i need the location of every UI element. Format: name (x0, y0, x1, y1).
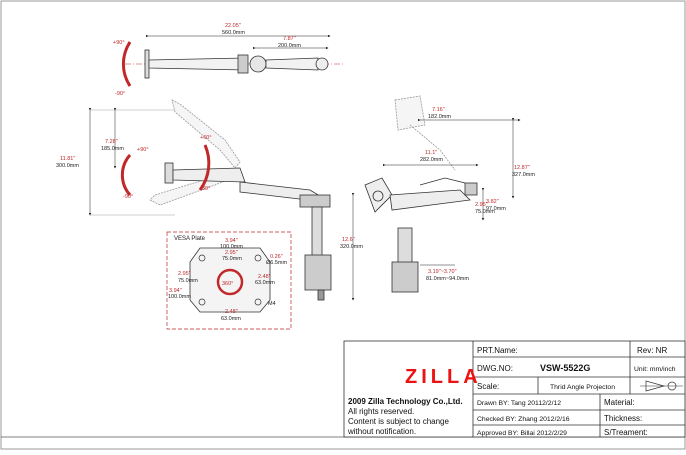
vesa-bottom-in: 2.48" (225, 309, 238, 315)
top-arm-mm: 200.0mm (278, 43, 301, 49)
vesa-inner-in: 2.95" (225, 250, 238, 256)
treatment-label: S/Treament: (604, 428, 648, 437)
front-height-mm: 327.0mm (512, 172, 535, 178)
vesa-v100-in: 3.94" (169, 288, 182, 294)
front-width-in: 11.1" (425, 150, 437, 156)
vesa-v63-in: 2.48" (258, 274, 271, 280)
vesa-inner-mm: 75.0mm (222, 256, 242, 262)
notice-line-1: Content is subject to change (348, 417, 450, 426)
top-angle-minus: -90° (115, 91, 125, 97)
top-length-mm: 560.0mm (222, 30, 245, 36)
side-lift-minus: -30° (200, 186, 210, 192)
unit: Unit: mm/inch (634, 366, 676, 373)
front-clamp-mm: 81.0mm~94.0mm (426, 276, 469, 282)
drawing-number: VSW-5522G (540, 363, 590, 373)
scale-label: Scale: (477, 382, 499, 391)
front-base-in: 3.82" (486, 199, 499, 205)
front-reach-mm: 182.0mm (428, 114, 451, 120)
drawn-by: Drawn BY: Tang 20112/2/12 (477, 400, 561, 407)
drawing-number-label: DWG.NO: (477, 364, 513, 373)
vesa-v75-mm: 75.0mm (178, 278, 198, 284)
vesa-v100-mm: 100.0mm (168, 294, 191, 300)
vesa-offset-in: 0.26" (270, 254, 283, 260)
vesa-rotation: 360° (222, 281, 233, 287)
copyright-line: 2009 Zilla Technology Co.,Ltd. (348, 397, 463, 406)
front-view (364, 95, 521, 293)
material-label: Material: (604, 398, 635, 407)
front-drop-in: 2.95" (475, 202, 488, 208)
top-view (121, 34, 345, 87)
vesa-screw: M4 (268, 301, 276, 307)
side-lift-plus: +60° (200, 135, 212, 141)
side-tilt-plus: +90° (137, 147, 149, 153)
checked-by: Checked BY: Zhang 2012/2/16 (477, 416, 570, 423)
side-tilt-minus: -90° (123, 194, 133, 200)
vesa-v75-in: 2.95" (178, 271, 191, 277)
title-block (343, 340, 686, 438)
revision: Rev: NR (637, 346, 667, 355)
front-reach-in: 7.16" (432, 107, 445, 113)
vesa-plate-detail (166, 231, 292, 330)
vesa-bottom-mm: 63.0mm (221, 316, 241, 322)
vesa-offset-mm: Ø6.5mm (266, 260, 288, 266)
projection: Thrid Angle Projecton (550, 384, 615, 391)
part-name-label: PRT.Name: (477, 346, 518, 355)
side-height-mm: 300.0mm (56, 163, 79, 169)
approved-by: Approved BY: Billai 2012/2/29 (477, 430, 567, 437)
top-arm-in: 7.87" (283, 36, 296, 42)
thickness-label: Thickness: (604, 414, 642, 423)
side-pole-in: 12.6" (342, 237, 355, 243)
side-reach-in: 7.28" (105, 139, 118, 145)
side-view (88, 99, 355, 301)
top-angle-plus: +90° (113, 40, 125, 46)
front-drop-mm: 75.0mm (475, 209, 495, 215)
top-length-in: 22.05" (225, 23, 241, 29)
vesa-outer-mm: 100.0mm (220, 244, 243, 250)
front-height-in: 12.87" (514, 165, 530, 171)
side-reach-mm: 185.0mm (101, 146, 124, 152)
rights-line: All rights reserved. (348, 407, 414, 416)
brand-logo: ZILLA (405, 366, 482, 388)
front-width-mm: 282.0mm (420, 157, 443, 163)
notice-line-2: without notification. (347, 427, 416, 436)
front-base-mm: 97.0mm (486, 206, 506, 212)
vesa-outer-in: 3.94" (225, 238, 238, 244)
vesa-title: VESA Plate (174, 236, 206, 242)
side-pole-mm: 320.0mm (340, 244, 363, 250)
side-height-in: 11.81" (60, 156, 75, 162)
front-clamp-in: 3.19"~3.70" (428, 269, 457, 275)
vesa-v63-mm: 63.0mm (255, 280, 275, 286)
